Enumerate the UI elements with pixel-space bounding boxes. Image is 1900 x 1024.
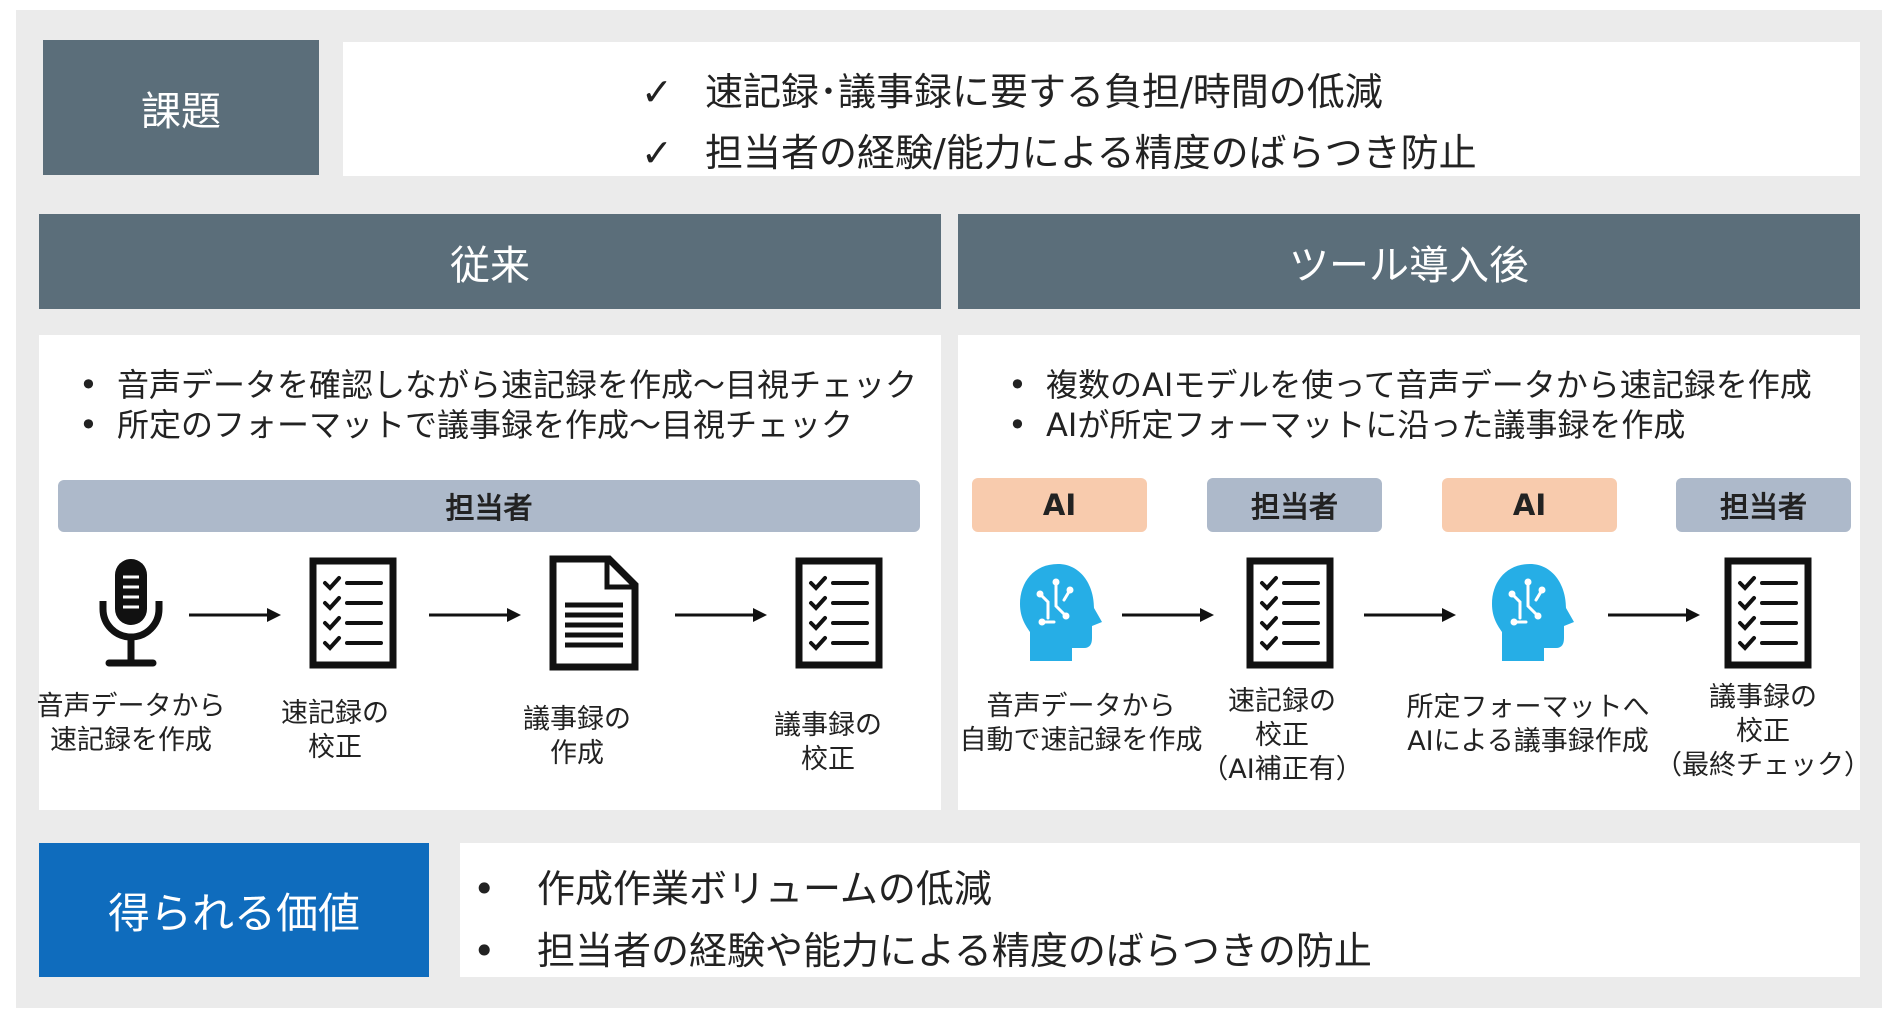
document-icon (549, 555, 639, 671)
issue-item-text: 速記録･議事録に要する負担/時間の低減 (705, 70, 1383, 114)
after-header: ツール導入後 (958, 214, 1860, 309)
checklist-icon (309, 557, 397, 669)
before-header: 従来 (39, 214, 941, 309)
issue-item-2: ✓ 担当者の経験/能力による精度のばらつき防止 (641, 122, 1477, 177)
before-header-title: 従来 (450, 242, 530, 289)
caption-line: 議事録の (1709, 682, 1817, 713)
after-actor-label-1: AI (972, 478, 1147, 532)
issue-label-box: 課題 (43, 40, 319, 175)
check-icon: ✓ (641, 131, 673, 175)
after-step-4-caption: 議事録の 校正 （最終チェック） (1655, 681, 1871, 783)
actor-label: AI (1512, 488, 1547, 522)
caption-line: （最終チェック） (1655, 750, 1871, 781)
bullet-mark: • (473, 929, 496, 973)
caption-line: 作成 (550, 738, 604, 769)
caption-line: 速記録の (1228, 686, 1336, 717)
before-bullets: • 音声データを確認しながら速記録を作成～目視チェック • 所定のフォーマットで議事… (79, 365, 917, 445)
after-header-title: ツール導入後 (1289, 242, 1529, 289)
caption-line: 自動で速記録を作成 (959, 725, 1203, 756)
arrow-icon (429, 608, 521, 622)
arrow-icon (675, 608, 767, 622)
caption-line: 速記録の (281, 698, 389, 729)
after-step-3-caption: 所定フォーマットへ AIによる議事録作成 (1407, 691, 1650, 759)
actor-label: 担当者 (1250, 490, 1338, 524)
actor-label: AI (1042, 488, 1077, 522)
value-item-text: 作成作業ボリュームの低減 (537, 867, 992, 911)
caption-line: 校正 (1255, 720, 1309, 751)
value-item-text: 担当者の経験や能力による精度のばらつきの防止 (537, 929, 1372, 973)
before-step-1-caption: 音声データから 速記録を作成 (37, 690, 226, 758)
after-step-2-caption: 速記録の 校正 （AI補正有） (1201, 685, 1362, 787)
microphone-icon (99, 559, 163, 667)
caption-line: 議事録の (523, 704, 631, 735)
value-label-box: 得られる価値 (39, 843, 429, 977)
issue-item-1: ✓ 速記録･議事録に要する負担/時間の低減 (641, 61, 1383, 116)
issue-label: 課題 (141, 88, 221, 135)
caption-line: 音声データから (986, 691, 1176, 722)
bullet-mark: • (1008, 406, 1027, 444)
before-step-3-caption: 議事録の 作成 (523, 703, 631, 771)
after-panel: • 複数のAIモデルを使って音声データから速記録を作成 • AIが所定フォーマットに… (958, 335, 1871, 810)
caption-line: 速記録を作成 (50, 725, 212, 756)
bullet-text: AIが所定フォーマットに沿った議事録を作成 (1046, 406, 1686, 444)
bullet-mark: • (79, 406, 98, 444)
value-content-box: • 作成作業ボリュームの低減 • 担当者の経験や能力による精度のばらつきの防止 (460, 843, 1860, 977)
arrow-icon (1364, 608, 1456, 622)
before-step-2-caption: 速記録の 校正 (281, 697, 389, 765)
bullet-mark: • (473, 867, 496, 911)
checklist-icon (795, 557, 883, 669)
after-actor-label-2: 担当者 (1207, 478, 1382, 532)
issue-content-box: ✓ 速記録･議事録に要する負担/時間の低減 ✓ 担当者の経験/能力による精度のばらつ… (343, 42, 1860, 176)
caption-line: （AI補正有） (1201, 754, 1363, 785)
caption-line: 校正 (801, 744, 855, 775)
caption-line: 議事録の (774, 710, 882, 741)
caption-line: 所定フォーマットへ (1406, 692, 1650, 723)
caption-line: 校正 (308, 732, 362, 763)
caption-line: AIによる議事録作成 (1407, 726, 1649, 757)
after-actor-label-3: AI (1442, 478, 1617, 532)
checklist-icon (1246, 557, 1334, 669)
before-actor-bar: 担当者 (58, 480, 920, 532)
after-actor-label-4: 担当者 (1676, 478, 1851, 532)
ai-head-icon (1020, 564, 1102, 661)
actor-label: 担当者 (445, 491, 533, 525)
ai-head-icon (1492, 564, 1574, 661)
before-bullet-1: • 音声データを確認しながら速記録を作成～目視チェック (79, 365, 917, 405)
value-label: 得られる価値 (107, 888, 360, 938)
bullet-text: 所定のフォーマットで議事録を作成～目視チェック (117, 406, 854, 444)
bullet-text: 複数のAIモデルを使って音声データから速記録を作成 (1046, 366, 1812, 404)
value-item-2: • 担当者の経験や能力による精度のばらつきの防止 (473, 920, 1372, 975)
check-icon: ✓ (641, 70, 673, 114)
value-item-1: • 作成作業ボリュームの低減 (473, 858, 992, 913)
issue-item-text: 担当者の経験/能力による精度のばらつき防止 (705, 131, 1477, 175)
caption-line: 校正 (1736, 716, 1790, 747)
after-bullets: • 複数のAIモデルを使って音声データから速記録を作成 • AIが所定フォーマットに… (1008, 365, 1812, 445)
before-bullet-2: • 所定のフォーマットで議事録を作成～目視チェック (79, 405, 917, 445)
arrow-icon (1608, 608, 1700, 622)
before-step-4-caption: 議事録の 校正 (774, 709, 882, 777)
checklist-icon (1724, 557, 1812, 669)
arrow-icon (189, 608, 281, 622)
arrow-icon (1122, 608, 1214, 622)
bullet-text: 音声データを確認しながら速記録を作成～目視チェック (117, 366, 918, 404)
after-step-1-caption: 音声データから 自動で速記録を作成 (960, 690, 1203, 758)
bullet-mark: • (79, 366, 98, 404)
actor-label: 担当者 (1719, 490, 1807, 524)
caption-line: 音声データから (36, 691, 226, 722)
bullet-mark: • (1008, 366, 1027, 404)
after-bullet-2: • AIが所定フォーマットに沿った議事録を作成 (1008, 405, 1812, 445)
after-bullet-1: • 複数のAIモデルを使って音声データから速記録を作成 (1008, 365, 1812, 405)
before-panel: • 音声データを確認しながら速記録を作成～目視チェック • 所定のフォーマットで議事… (37, 335, 941, 810)
